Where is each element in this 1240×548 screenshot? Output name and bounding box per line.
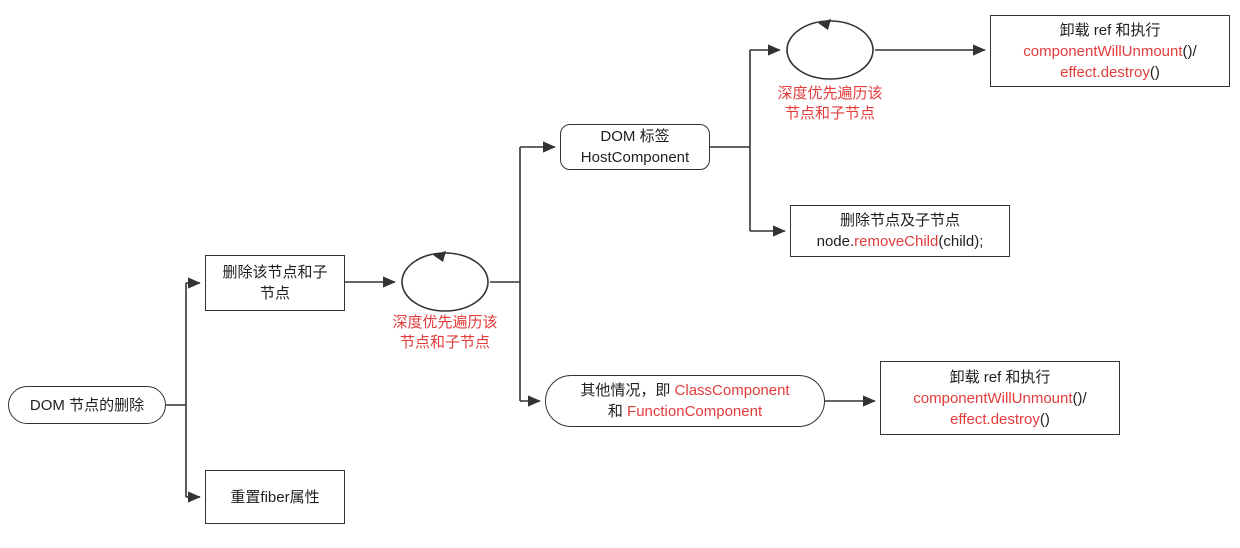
unmount-top-line3-red: effect.destroy — [1060, 63, 1150, 81]
unmount-top-line2-post: ()/ — [1182, 42, 1197, 60]
unmount-bottom-line2-post: ()/ — [1072, 389, 1087, 407]
other-cases-box: 其他情况，即 ClassComponent 和 FunctionComponen… — [545, 375, 825, 427]
dfs-label-2-line2: 节点和子节点 — [784, 105, 875, 122]
dfs-loop-icon-1 — [401, 251, 489, 312]
other-cases-line2-pre: 和 — [607, 403, 628, 420]
unmount-bottom-line1: 卸载 ref 和执行 — [949, 368, 1051, 386]
dfs-label-2-line1: 深度优先遍历该 — [777, 85, 883, 102]
delete-node-line2: 节点 — [259, 285, 290, 302]
remove-child-line1: 删除节点及子节点 — [839, 212, 960, 229]
unmount-bottom-line2: componentWillUnmount()/ — [913, 388, 1086, 409]
unmount-top-line1: 卸载 ref 和执行 — [1059, 21, 1161, 39]
root-node-label: DOM 节点的删除 — [29, 396, 145, 414]
loop-arrowhead — [818, 19, 831, 30]
unmount-bottom-line3: effect.destroy() — [950, 409, 1050, 430]
remove-child-line2-red: removeChild — [854, 233, 939, 250]
unmount-bottom-line2-red: componentWillUnmount — [913, 389, 1073, 407]
delete-node-box: 删除该节点和子 节点 — [205, 255, 345, 311]
remove-child-line2-post: (child); — [938, 233, 984, 250]
unmount-top-line3-post: () — [1149, 63, 1160, 81]
other-cases-line2-red: FunctionComponent — [627, 403, 763, 420]
remove-child-line2-pre: node. — [816, 233, 855, 250]
reset-fiber-label: 重置fiber属性 — [230, 488, 320, 506]
loop-arrowhead — [433, 251, 446, 262]
unmount-top-line2: componentWillUnmount()/ — [1023, 41, 1196, 62]
unmount-box-bottom: 卸载 ref 和执行 componentWillUnmount()/ effec… — [880, 361, 1120, 435]
unmount-top-line3: effect.destroy() — [1060, 62, 1160, 83]
host-component-line2: HostComponent — [580, 149, 690, 166]
host-component-box: DOM 标签 HostComponent — [560, 124, 710, 170]
unmount-bottom-line3-post: () — [1039, 410, 1050, 428]
dfs-label-1-line1: 深度优先遍历该 — [392, 314, 498, 331]
remove-child-line2: node.removeChild(child); — [817, 231, 984, 252]
other-cases-line2: 和 FunctionComponent — [608, 401, 762, 422]
other-cases-line1-pre: 其他情况，即 — [580, 382, 675, 399]
dfs-label-1-line2: 节点和子节点 — [399, 334, 490, 351]
reset-fiber-box: 重置fiber属性 — [205, 470, 345, 524]
unmount-bottom-line3-red: effect.destroy — [950, 410, 1040, 428]
remove-child-box: 删除节点及子节点 node.removeChild(child); — [790, 205, 1010, 257]
unmount-top-line2-red: componentWillUnmount — [1023, 42, 1183, 60]
dfs-label-1: 深度优先遍历该 节点和子节点 — [383, 313, 507, 353]
unmount-box-top: 卸载 ref 和执行 componentWillUnmount()/ effec… — [990, 15, 1230, 87]
dfs-loop-icon-2 — [786, 19, 874, 80]
other-cases-line1: 其他情况，即 ClassComponent — [580, 380, 789, 401]
delete-node-line1: 删除该节点和子 — [222, 264, 328, 281]
host-component-line1: DOM 标签 — [600, 128, 670, 145]
dfs-label-2: 深度优先遍历该 节点和子节点 — [768, 84, 892, 124]
root-node-dom-delete: DOM 节点的删除 — [8, 386, 166, 424]
other-cases-line1-red: ClassComponent — [674, 382, 790, 399]
